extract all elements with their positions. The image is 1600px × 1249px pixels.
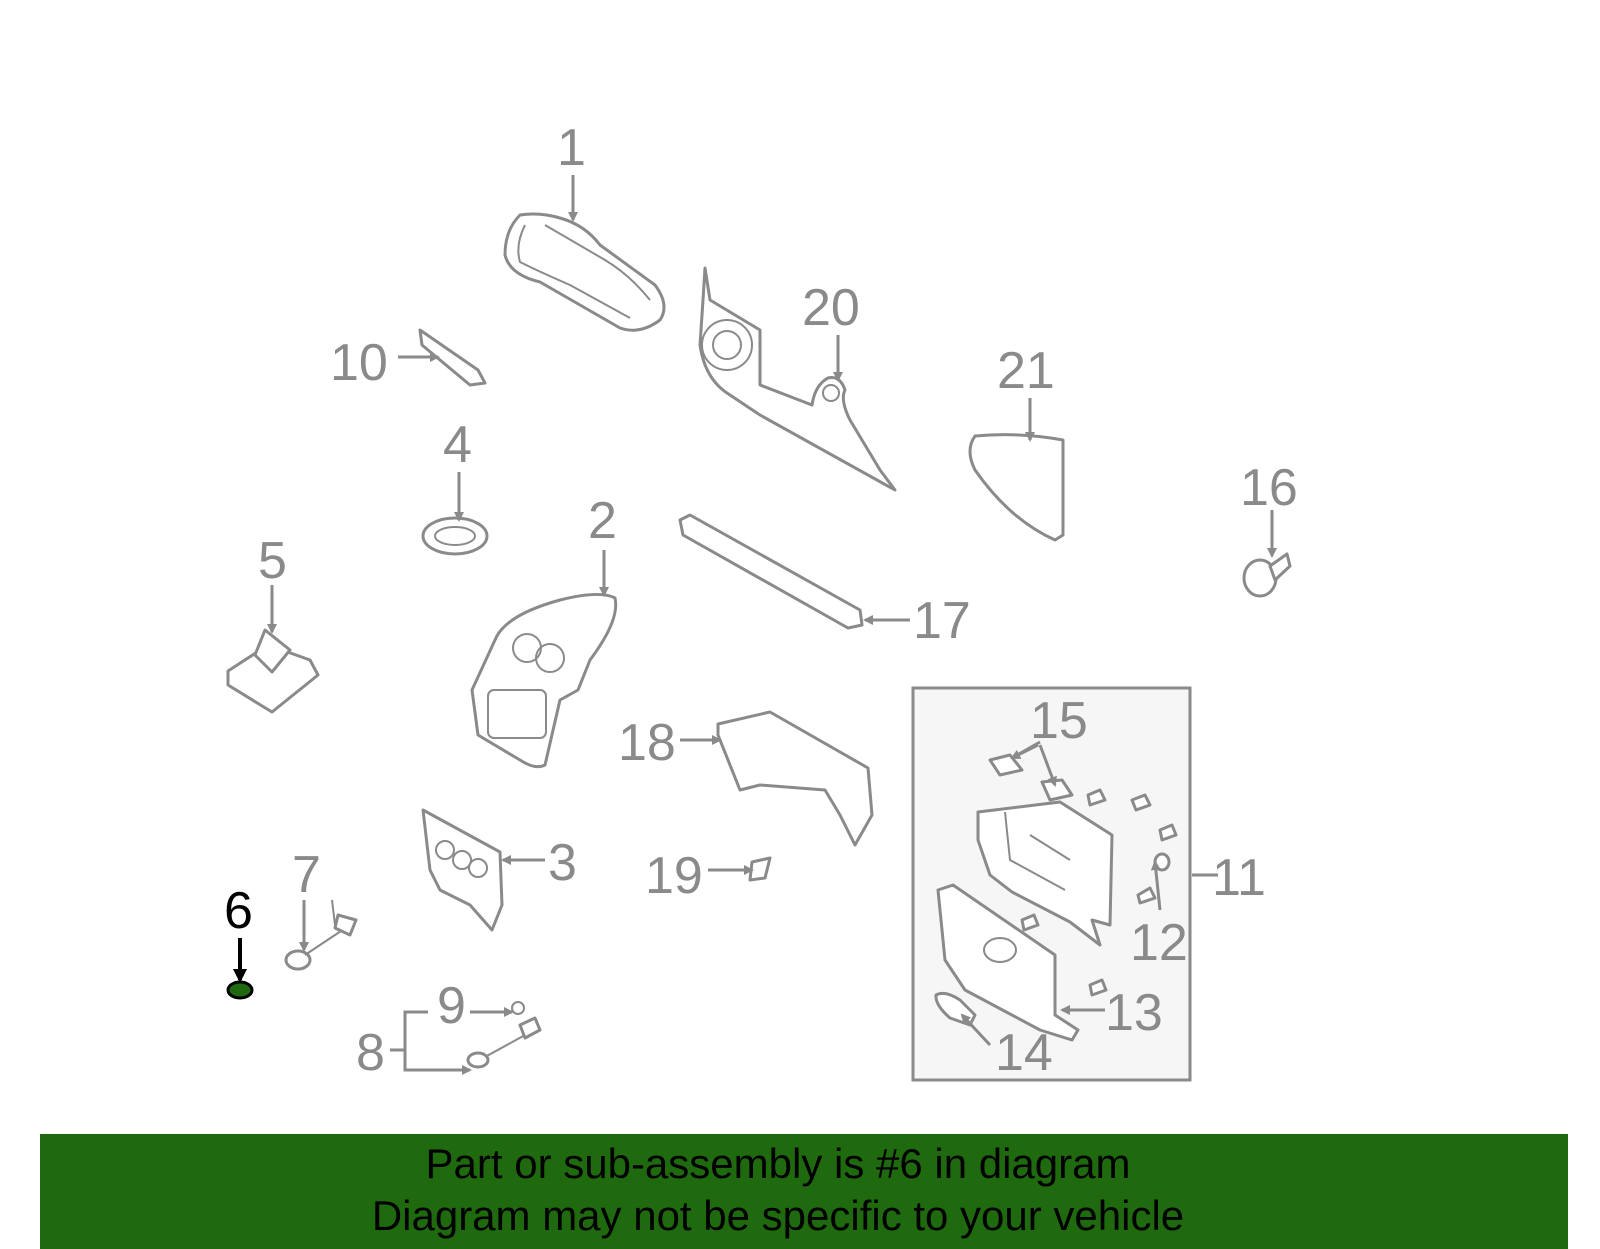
part-5-ashtray [226,628,320,714]
callout-13: 13 [1105,984,1163,1042]
callout-21: 21 [997,342,1055,400]
part-15-pad-a [988,753,1024,777]
callout-7: 7 [292,846,321,904]
part-6-highlighted [226,980,254,1000]
callout-16: 16 [1240,459,1298,517]
part-13-glovebox-door [936,883,1080,1042]
part-8-cable [466,1034,526,1069]
callout-15: 15 [1030,692,1088,750]
part-9-lock [511,1001,542,1040]
part-1-cluster-bezel [503,212,666,332]
part-17-trim-strip [678,513,864,630]
part-4-vent [421,516,489,556]
callout-5: 5 [258,532,287,590]
callout-18: 18 [618,714,676,772]
callout-arrows [233,175,1277,1075]
callout-4: 4 [443,416,472,474]
part-20-dash-trim [698,266,897,492]
part-7-cable [284,899,358,971]
callout-8: 8 [356,1024,385,1082]
callout-9: 9 [437,977,466,1035]
part-18-storage-bin [716,710,874,847]
banner-line-disclaimer: Diagram may not be specific to your vehi… [371,1192,1185,1239]
callout-10: 10 [330,334,388,392]
part-16-plug [1242,552,1292,598]
callout-2: 2 [588,492,617,550]
part-10-vent-trim [418,328,487,387]
info-banner: Part or sub-assembly is #6 in diagram Di… [40,1134,1568,1249]
callout-17: 17 [913,592,971,650]
callout-6: 6 [224,882,253,940]
part-3-plate [421,808,504,932]
callout-3: 3 [548,834,577,892]
banner-line-part: Part or sub-assembly is #6 in diagram [425,1140,1131,1187]
callout-19: 19 [645,847,703,905]
part-21-side-panel [968,433,1065,542]
part-11-glovebox [976,800,1114,947]
callout-1: 1 [557,119,586,177]
callout-12: 12 [1130,914,1188,972]
part-2-center-bezel [470,593,618,769]
part-19-clip [748,856,772,882]
callout-20: 20 [802,279,860,337]
callout-14: 14 [995,1024,1053,1082]
callout-11: 11 [1212,849,1266,907]
